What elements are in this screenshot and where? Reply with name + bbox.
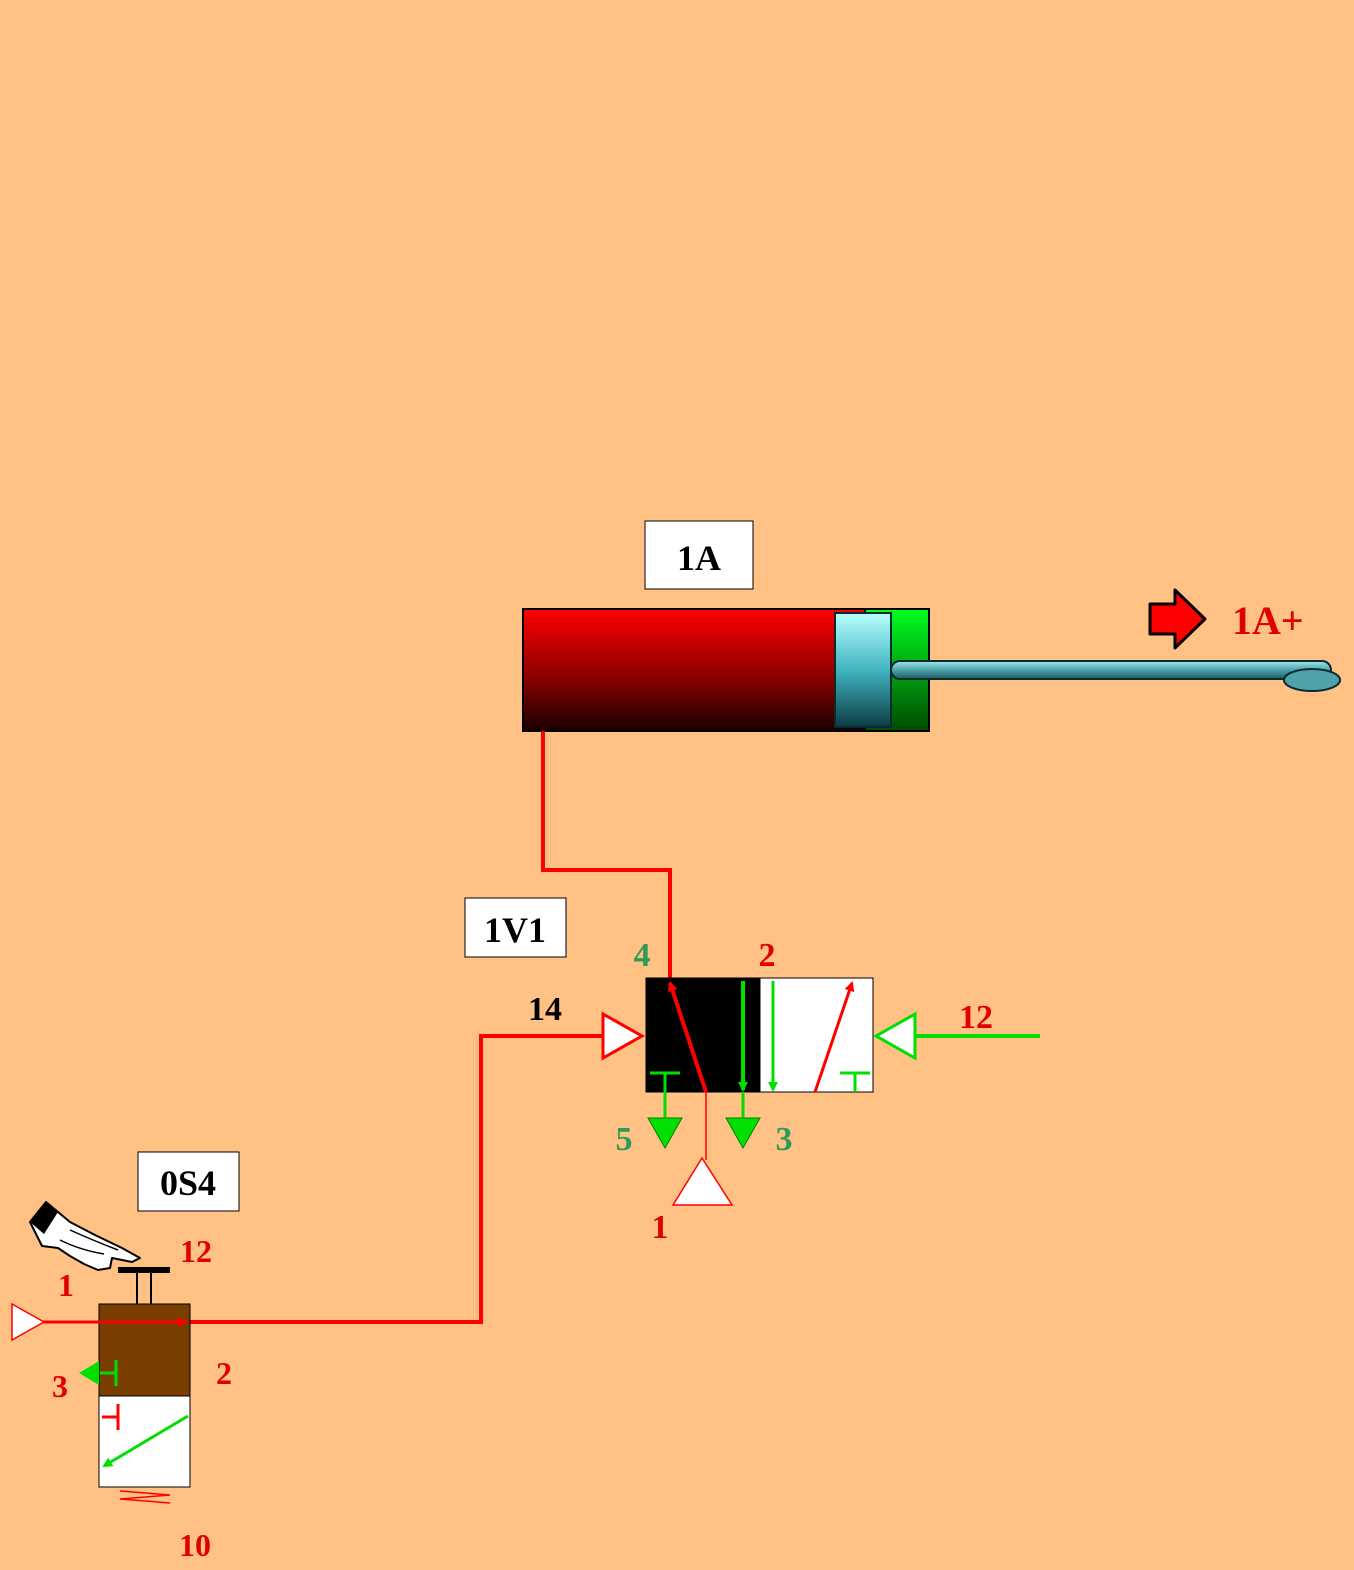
port-1-label: 1 (58, 1267, 74, 1303)
cylinder-pressure-chamber (522, 608, 866, 732)
cylinder-tag: 1A (677, 538, 721, 578)
port-3-label: 3 (52, 1368, 68, 1404)
piston (834, 612, 892, 728)
push-button-actuator (118, 1267, 170, 1273)
flow-1-to-4 (667, 981, 708, 1093)
port-12-label: 12 (180, 1233, 212, 1269)
valve-0s4-tag-box (137, 1151, 240, 1212)
blocked-port-3-inactive (840, 1071, 870, 1092)
valve-tag-box (464, 897, 567, 958)
port-2-label: 2 (759, 937, 776, 974)
pilot-12-icon (872, 1011, 917, 1061)
exhaust-icon (725, 1117, 761, 1150)
motion-arrow-icon (1148, 588, 1207, 650)
valve-0s4: 0S4 1 12 2 (11, 1151, 240, 1563)
blocked-port-3 (100, 1360, 118, 1386)
blocked-port-5 (650, 1071, 680, 1092)
rod-end (1283, 668, 1341, 692)
port-5-label: 5 (616, 1121, 633, 1158)
flow-1-to-2-inactive (813, 981, 855, 1093)
port-3-label: 3 (776, 1121, 793, 1158)
pressure-source-icon (671, 1156, 734, 1206)
line-0s4-to-port-14 (190, 1034, 603, 1324)
valve-tag: 1V1 (484, 910, 546, 950)
port-12-label: 12 (959, 999, 993, 1036)
valve-0s4-tag: 0S4 (160, 1163, 216, 1203)
piston-rod (890, 660, 1332, 680)
spring-icon (119, 1490, 171, 1504)
port-2-label: 2 (216, 1355, 232, 1391)
exhaust-icon (647, 1117, 683, 1150)
valve-1v1: 1V1 4 2 14 12 5 3 (464, 897, 993, 1246)
port-4-label: 4 (634, 937, 651, 974)
exhaust-icon (79, 1361, 99, 1385)
port-10-label: 10 (179, 1527, 211, 1563)
cylinder-tag-box (644, 520, 754, 590)
pilot-14-icon (601, 1011, 646, 1061)
cylinder-1a: 1A 1A+ (522, 520, 1341, 732)
pipework (190, 731, 1040, 1324)
line-cylinder-to-port-4 (541, 731, 672, 983)
port-1-label: 1 (652, 1209, 669, 1246)
flow-2-to-3-inactive (102, 1414, 189, 1468)
port-14-label: 14 (528, 991, 562, 1028)
valve-0s4-active-position (98, 1303, 191, 1397)
blocked-port-1-inactive (102, 1404, 120, 1430)
pointing-hand-icon (29, 1201, 141, 1271)
pressure-source-icon (11, 1302, 46, 1342)
motion-label: 1A+ (1232, 598, 1304, 643)
